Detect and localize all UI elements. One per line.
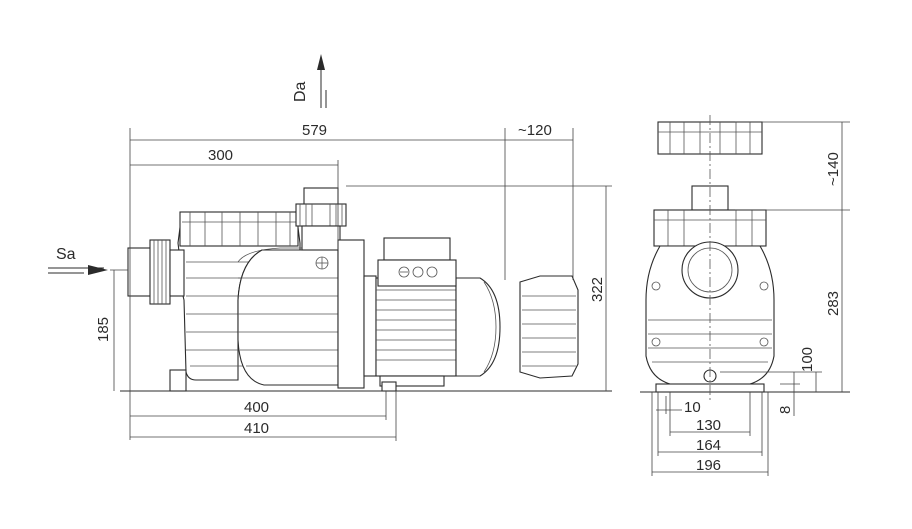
dim-outlet-axis-height: 100 bbox=[799, 347, 816, 372]
motor bbox=[375, 277, 501, 387]
side-dimensions bbox=[110, 128, 612, 441]
outlet-label: Da bbox=[292, 81, 309, 102]
motor-cover-removal bbox=[519, 275, 579, 379]
inlet-union bbox=[127, 239, 185, 305]
front-view: ~140 283 100 8 10 130 164 196 bbox=[640, 115, 850, 476]
outlet-arrow bbox=[317, 54, 327, 108]
dim-strainer-to-motor: 300 bbox=[208, 147, 233, 164]
motor-flange bbox=[337, 239, 365, 389]
terminal-box bbox=[377, 237, 457, 287]
strainer-lid bbox=[179, 211, 299, 247]
dim-foot-spacing-outer: 164 bbox=[696, 437, 721, 454]
inlet-label: Sa bbox=[56, 246, 76, 263]
inlet-arrow bbox=[48, 265, 108, 275]
side-base bbox=[120, 369, 612, 392]
dim-foot-offset: 10 bbox=[684, 399, 701, 416]
outlet-union bbox=[295, 187, 347, 251]
front-dimensions bbox=[651, 121, 850, 476]
dim-base-thickness: 8 bbox=[777, 406, 794, 414]
dim-overall-height: 322 bbox=[589, 277, 606, 302]
dim-foot-length-inner: 400 bbox=[244, 399, 269, 416]
dim-foot-spacing-inner: 130 bbox=[696, 417, 721, 434]
dim-overall-width: 196 bbox=[696, 457, 721, 474]
dim-inlet-axis-height: 185 bbox=[95, 317, 112, 342]
dim-foot-length-outer: 410 bbox=[244, 420, 269, 437]
side-view: Da Sa bbox=[48, 54, 612, 441]
front-base bbox=[640, 383, 850, 393]
dim-motor-cover-clearance: ~120 bbox=[518, 122, 552, 139]
dim-overall-length: 579 bbox=[302, 122, 327, 139]
dim-height-to-lid: 283 bbox=[825, 291, 842, 316]
pump-volute bbox=[237, 249, 339, 386]
dim-lid-clearance: ~140 bbox=[825, 152, 842, 186]
